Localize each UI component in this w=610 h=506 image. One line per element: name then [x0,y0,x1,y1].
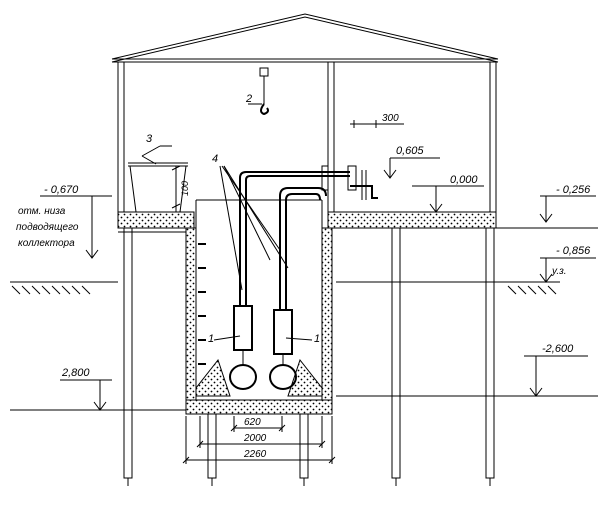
roof [111,13,499,63]
waste-container [128,162,188,213]
wall-100-label: 100 [180,181,190,196]
piles [123,227,495,486]
ground-level-label: у.з. [551,266,567,277]
width-2260-label: 2260 [243,449,267,460]
inlet-note-line3: коллектора [18,238,75,249]
inlet-note-line2: подводящего [16,222,79,233]
level-markers [10,120,598,411]
building-frame [117,61,497,213]
bottom-dimensions [182,416,336,464]
floor-level-mark: 0,000 [450,174,478,186]
width-2000-label: 2000 [243,433,267,444]
ground-level-mark: - 0,856 [556,245,591,257]
pipe-level-mark: 0,605 [396,145,424,157]
ground-line [10,281,560,295]
inlet-note-line1: отм. низа [18,206,66,217]
callout-pump-left: 1 [208,333,214,345]
right-top-level-mark: - 0,256 [556,184,591,196]
callout-leaders [141,103,313,341]
hoist [259,67,269,116]
callout-hoist: 2 [245,93,252,105]
bottom-right-level-mark: -2,600 [542,343,574,355]
callout-pipes: 4 [212,153,218,165]
pressure-pipes [239,165,378,310]
bottom-left-level-mark: 2,800 [61,367,90,379]
floor-slab [117,211,497,229]
inlet-level-mark: - 0,670 [44,184,79,196]
pumps [229,305,297,390]
width-620-label: 620 [244,417,261,428]
callout-container: 3 [146,133,153,145]
offset-300-label: 300 [382,113,399,124]
tank [185,199,333,415]
callout-pump-right: 1 [314,333,320,345]
